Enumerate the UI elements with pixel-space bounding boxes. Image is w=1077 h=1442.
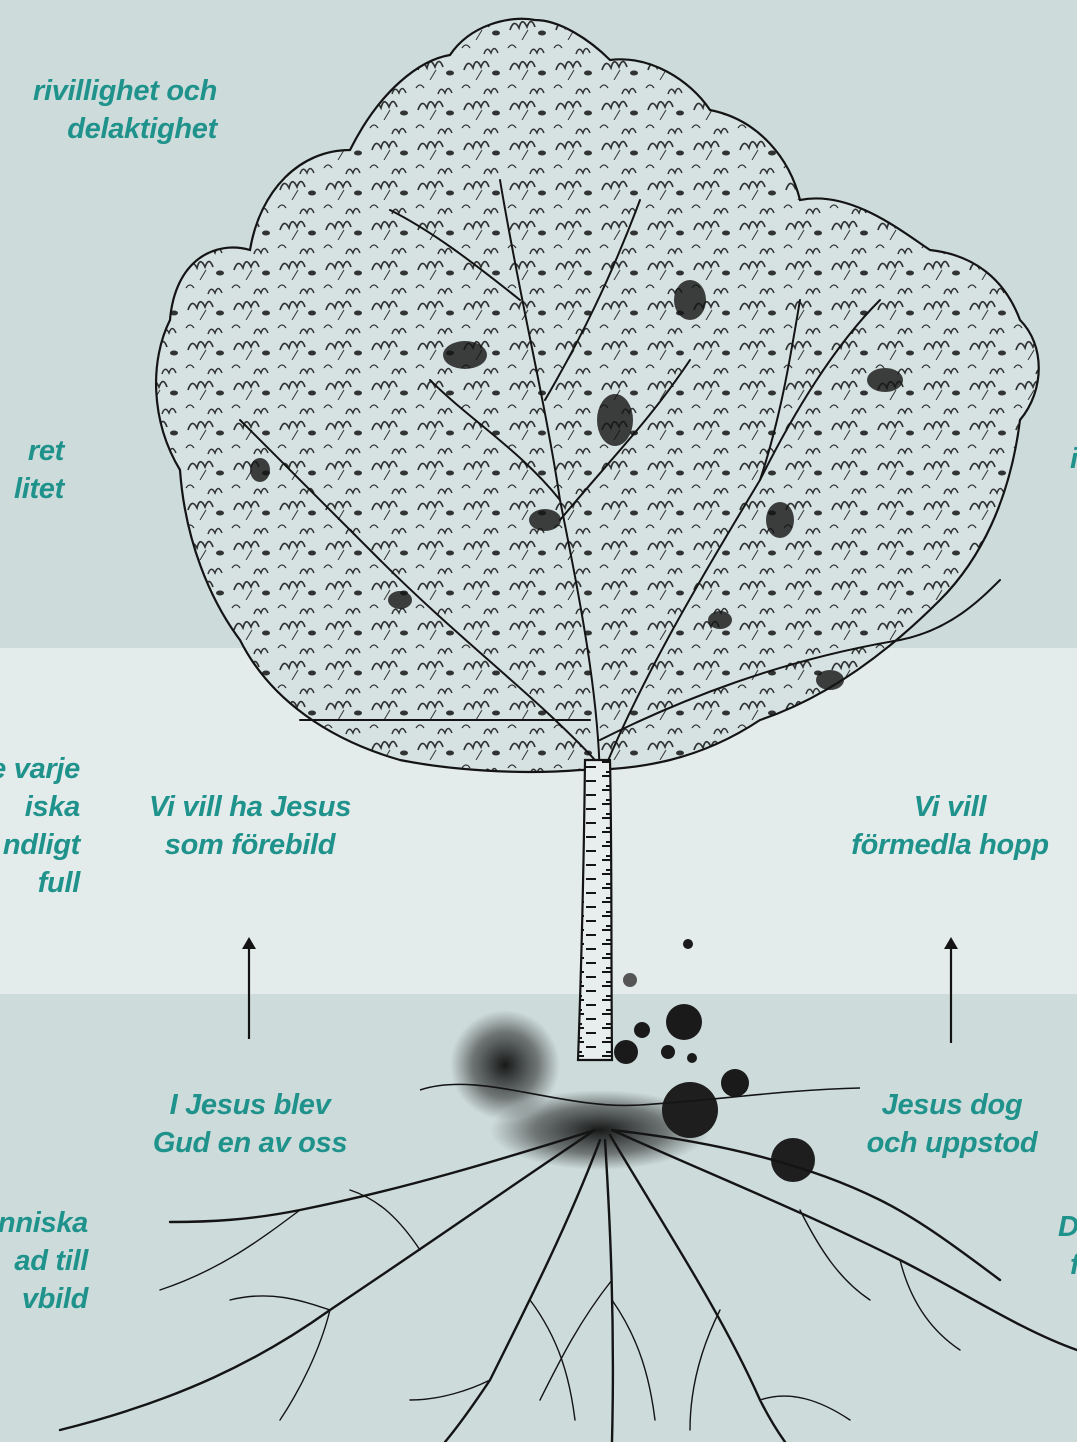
top-left-label-quality: ret litet <box>14 432 64 508</box>
label-line: I Jesus blev <box>130 1086 370 1124</box>
label-line: och uppstod <box>832 1124 1072 1162</box>
label-line: D <box>1058 1208 1077 1246</box>
label-jesus-role-model: Vi vill ha Jesus som förebild <box>130 788 370 864</box>
label-line: Vi vill <box>830 788 1070 826</box>
label-line: f <box>1058 1246 1077 1284</box>
top-left-label-participation: rivillighet och delaktighet <box>33 72 217 148</box>
label-line: ad till <box>0 1242 88 1280</box>
label-line: nniska <box>0 1204 88 1242</box>
label-god-one-of-us: I Jesus blev Gud en av oss <box>130 1086 370 1162</box>
arrow-up-icon <box>940 935 962 1047</box>
top-right-label-fragment: i <box>1070 440 1077 478</box>
label-line: vbild <box>0 1280 88 1318</box>
label-line: rivillighet och <box>33 72 217 110</box>
label-line: iska <box>0 788 80 826</box>
label-line: ret <box>14 432 64 470</box>
label-line: Jesus dog <box>832 1086 1072 1124</box>
mid-left-label-partial: e varje iska ndligt full <box>0 750 80 902</box>
label-line: i <box>1070 440 1077 478</box>
label-line: Gud en av oss <box>130 1124 370 1162</box>
label-line: e varje <box>0 750 80 788</box>
bottom-left-label-partial: nniska ad till vbild <box>0 1204 88 1318</box>
label-died-and-rose: Jesus dog och uppstod <box>832 1086 1072 1162</box>
label-line: förmedla hopp <box>830 826 1070 864</box>
label-convey-hope: Vi vill förmedla hopp <box>830 788 1070 864</box>
arrow-up-icon <box>238 935 260 1043</box>
label-line: ndligt <box>0 826 80 864</box>
label-line: som förebild <box>130 826 370 864</box>
label-line: Vi vill ha Jesus <box>130 788 370 826</box>
label-line: delaktighet <box>33 110 217 148</box>
bottom-band <box>0 994 1077 1442</box>
bottom-right-label-partial: D f <box>1058 1208 1077 1284</box>
label-line: litet <box>14 470 64 508</box>
label-line: full <box>0 864 80 902</box>
